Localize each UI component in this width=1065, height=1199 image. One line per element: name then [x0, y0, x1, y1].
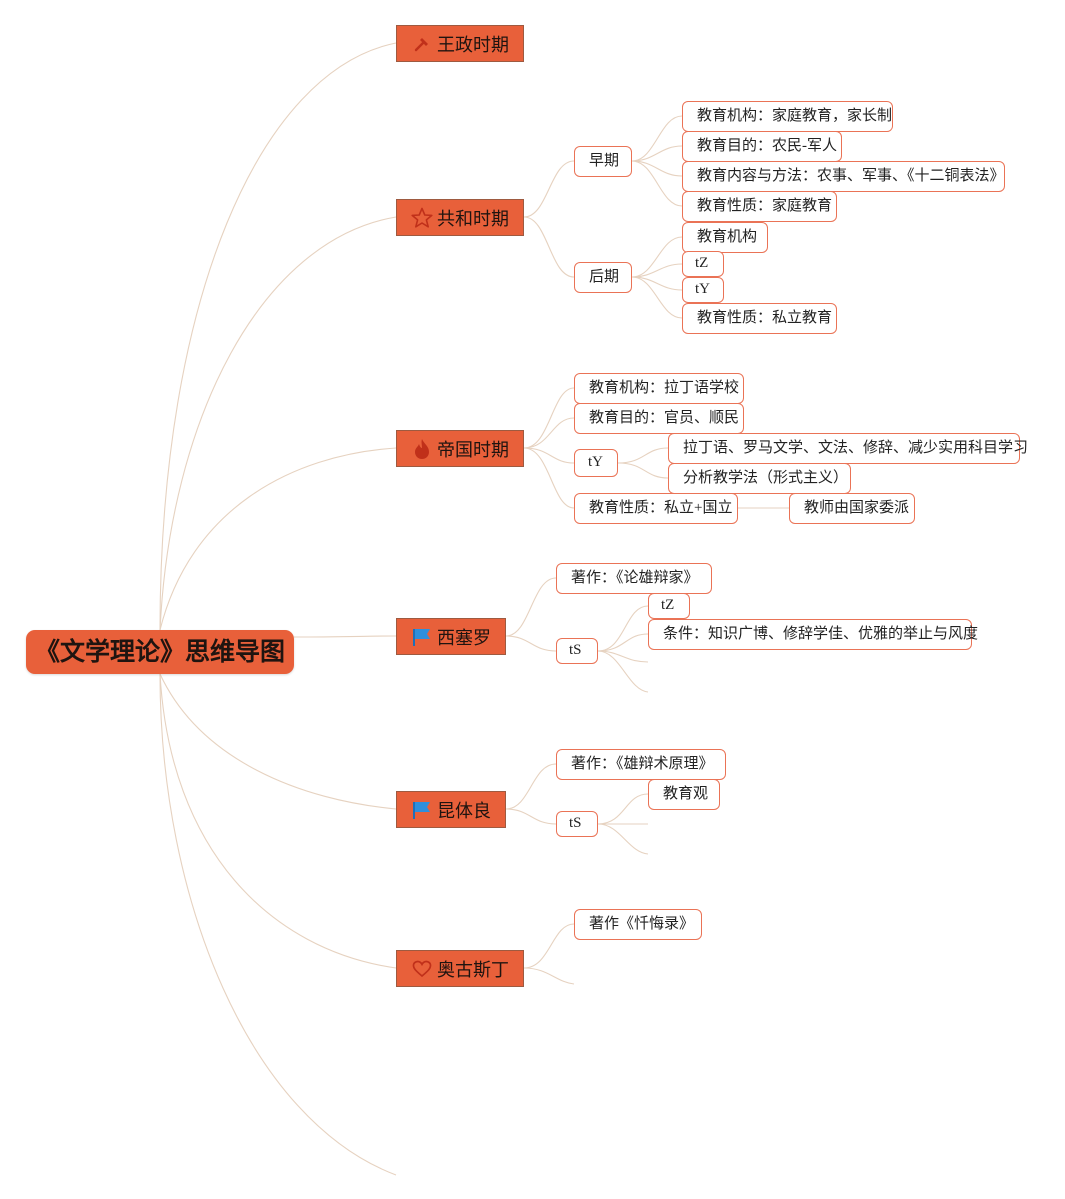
leaf-node[interactable]: 教育机构: [682, 222, 768, 253]
topic-aogusiding[interactable]: 奥古斯丁: [396, 950, 524, 987]
connector: [159, 42, 397, 631]
star-icon: [411, 207, 433, 229]
topic-label: 共和时期: [437, 208, 509, 230]
topic-label: 西塞罗: [437, 627, 491, 649]
connector: [523, 160, 575, 218]
connector: [597, 633, 649, 652]
leaf-node[interactable]: 教育性质：私立教育: [682, 303, 837, 334]
leaf-node[interactable]: 教育机构：家庭教育，家长制: [682, 101, 893, 132]
topic-label: 帝国时期: [437, 439, 509, 461]
connector: [505, 808, 557, 825]
connector: [159, 216, 397, 631]
topic-gonghe[interactable]: 共和时期: [396, 199, 524, 236]
connector: [523, 417, 575, 449]
connector: [631, 276, 683, 319]
hammer-icon: [411, 33, 433, 55]
connector: [597, 650, 649, 693]
connector: [159, 673, 397, 810]
leaf-node[interactable]: tZ: [682, 251, 724, 277]
connector: [505, 577, 557, 637]
connector: [159, 673, 397, 969]
topic-xisailuo[interactable]: 西塞罗: [396, 618, 506, 655]
flag-icon: [411, 626, 433, 648]
connector: [159, 673, 397, 1176]
connector: [597, 605, 649, 652]
leaf-node[interactable]: 著作：《论雄辩家》: [556, 563, 712, 594]
connector: [597, 793, 649, 825]
leaf-node[interactable]: 教育性质：家庭教育: [682, 191, 837, 222]
connector: [505, 763, 557, 810]
leaf-node[interactable]: 教育性质：私立+国立: [574, 493, 738, 524]
leaf-node[interactable]: 教师由国家委派: [789, 493, 915, 524]
topic-label: 昆体良: [437, 800, 491, 822]
leaf-node[interactable]: 教育观: [648, 779, 720, 810]
connector: [631, 115, 683, 162]
leaf-node[interactable]: 著作《忏悔录》: [574, 909, 702, 940]
connector: [597, 823, 649, 855]
connector: [631, 145, 683, 162]
leaf-node[interactable]: 教育内容与方法：农事、军事、《十二铜表法》: [682, 161, 1005, 192]
connector: [159, 447, 397, 631]
connector: [523, 967, 575, 985]
topic-wangzheng[interactable]: 王政时期: [396, 25, 524, 62]
leaf-node[interactable]: 著作：《雄辩术原理》: [556, 749, 726, 780]
connector: [631, 160, 683, 207]
connector: [523, 216, 575, 278]
leaf-node[interactable]: 分析教学法（形式主义）: [668, 463, 851, 494]
leaf-node[interactable]: 教育目的：农民-军人: [682, 131, 842, 162]
topic-kuntiliang[interactable]: 昆体良: [396, 791, 506, 828]
connector: [523, 387, 575, 449]
connector: [523, 447, 575, 509]
connector: [631, 236, 683, 278]
subtopic-late[interactable]: 后期: [574, 262, 632, 293]
leaf-node[interactable]: 教育目的：官员、顺民: [574, 403, 744, 434]
leaf-node[interactable]: 条件：知识广博、修辞学佳、优雅的举止与风度: [648, 619, 978, 650]
topic-label: 王政时期: [437, 34, 509, 56]
connector: [617, 462, 669, 479]
flame-icon: [411, 438, 433, 460]
leaf-node[interactable]: 教育机构：拉丁语学校: [574, 373, 744, 404]
flag-icon: [411, 799, 433, 821]
topic-label: 奥古斯丁: [437, 959, 509, 981]
connector: [505, 635, 557, 652]
connector: [631, 263, 683, 278]
connector: [523, 923, 575, 969]
connector: [617, 447, 669, 464]
subtopic-ty[interactable]: tY: [574, 449, 618, 477]
leaf-node[interactable]: 拉丁语、罗马文学、文法、修辞、减少实用科目学习: [668, 433, 1028, 464]
connector: [293, 635, 397, 638]
topic-diguo[interactable]: 帝国时期: [396, 430, 524, 467]
heart-icon: [411, 958, 433, 980]
connector: [523, 447, 575, 464]
root-topic[interactable]: 《文学理论》思维导图: [26, 630, 294, 674]
leaf-node[interactable]: tY: [682, 277, 724, 303]
subtopic-ts[interactable]: tS: [556, 638, 598, 664]
subtopic-early[interactable]: 早期: [574, 146, 632, 177]
leaf-node[interactable]: tZ: [648, 593, 690, 619]
subtopic-ts[interactable]: tS: [556, 811, 598, 837]
